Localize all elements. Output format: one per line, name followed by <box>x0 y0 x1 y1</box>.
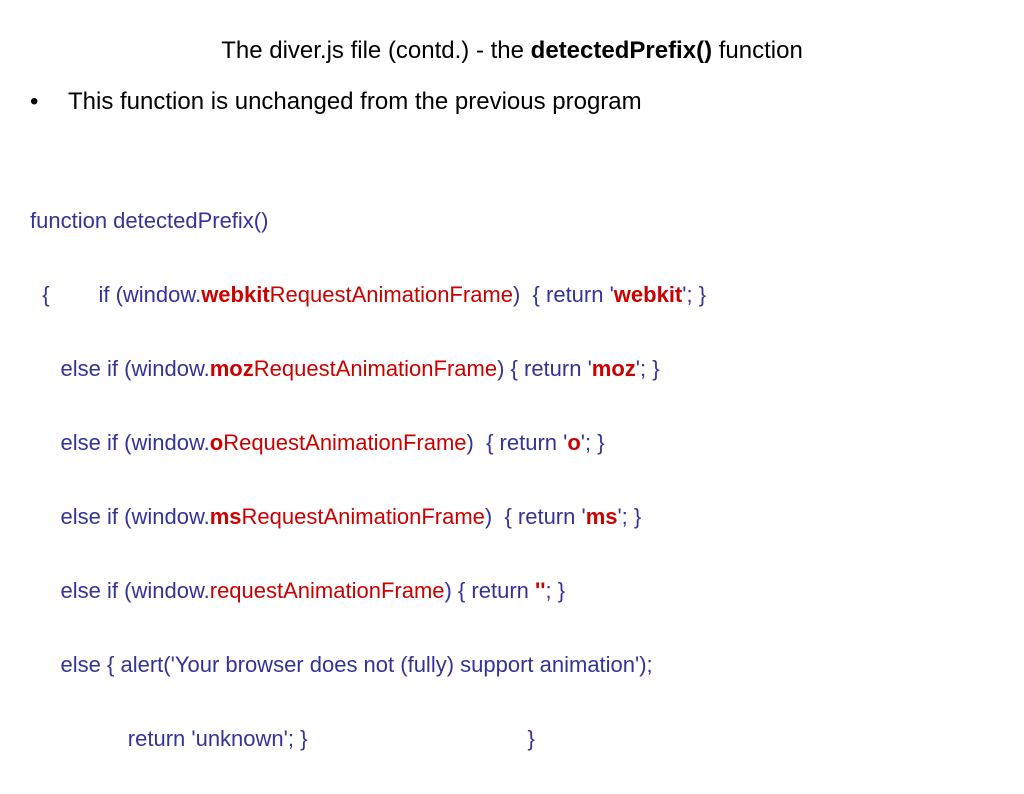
code-text: ; } <box>545 578 566 603</box>
code-text: '; } <box>580 430 605 455</box>
api-name-highlight: RequestAnimationFrame <box>223 430 467 455</box>
code-text: ) { return ' <box>497 356 592 381</box>
code-line-8: return 'unknown'; } } <box>30 726 535 751</box>
code-text: ) { return <box>444 578 536 603</box>
slide-title: The diver.js file (contd.) - the detecte… <box>0 35 1024 67</box>
code-text: '; } <box>635 356 660 381</box>
api-name-highlight: RequestAnimationFrame <box>269 282 513 307</box>
title-function-name: detectedPrefix() <box>530 37 713 64</box>
prefix-highlight: moz <box>209 356 254 381</box>
code-text: ) { return ' <box>484 504 586 529</box>
code-text: '; } <box>682 282 707 307</box>
code-line-1: function detectedPrefix() <box>30 208 269 233</box>
code-line-3: else if (window.mozRequestAnimationFrame… <box>30 350 706 387</box>
code-text: else if (window. <box>30 430 210 455</box>
prefix-highlight: ms <box>209 504 242 529</box>
code-text: ) { return ' <box>513 282 614 307</box>
title-prefix: The diver.js file (contd.) - the <box>221 37 531 64</box>
bullet-text: This function is unchanged from the prev… <box>68 88 642 115</box>
code-line-2: { if (window.webkitRequestAnimationFrame… <box>30 276 706 313</box>
api-name-highlight: RequestAnimationFrame <box>253 356 498 381</box>
code-text: else if (window. <box>30 578 210 603</box>
bullet-icon: • <box>30 88 39 115</box>
code-text: else if (window. <box>30 356 210 381</box>
code-line-7: else { alert('Your browser does not (ful… <box>30 652 653 677</box>
return-value-highlight: moz <box>591 356 636 381</box>
return-value-highlight: ms <box>585 504 618 529</box>
code-line-5: else if (window.msRequestAnimationFrame)… <box>30 498 706 535</box>
code-text: { if (window. <box>30 282 202 307</box>
api-name-highlight: requestAnimationFrame <box>209 578 445 603</box>
title-suffix: function <box>712 37 803 64</box>
prefix-highlight: webkit <box>201 282 270 307</box>
return-value-highlight: '' <box>535 578 546 603</box>
api-name-highlight: RequestAnimationFrame <box>241 504 485 529</box>
prefix-highlight: o <box>209 430 224 455</box>
return-value-highlight: webkit <box>613 282 683 307</box>
return-value-highlight: o <box>567 430 581 455</box>
bullet-item: • This function is unchanged from the pre… <box>30 86 642 118</box>
code-text: else if (window. <box>30 504 210 529</box>
code-line-6: else if (window.requestAnimationFrame) {… <box>30 572 706 609</box>
code-block: function detectedPrefix() { if (window.w… <box>30 165 706 794</box>
code-line-4: else if (window.oRequestAnimationFrame) … <box>30 424 706 461</box>
code-text: ) { return ' <box>466 430 568 455</box>
code-text: '; } <box>617 504 642 529</box>
